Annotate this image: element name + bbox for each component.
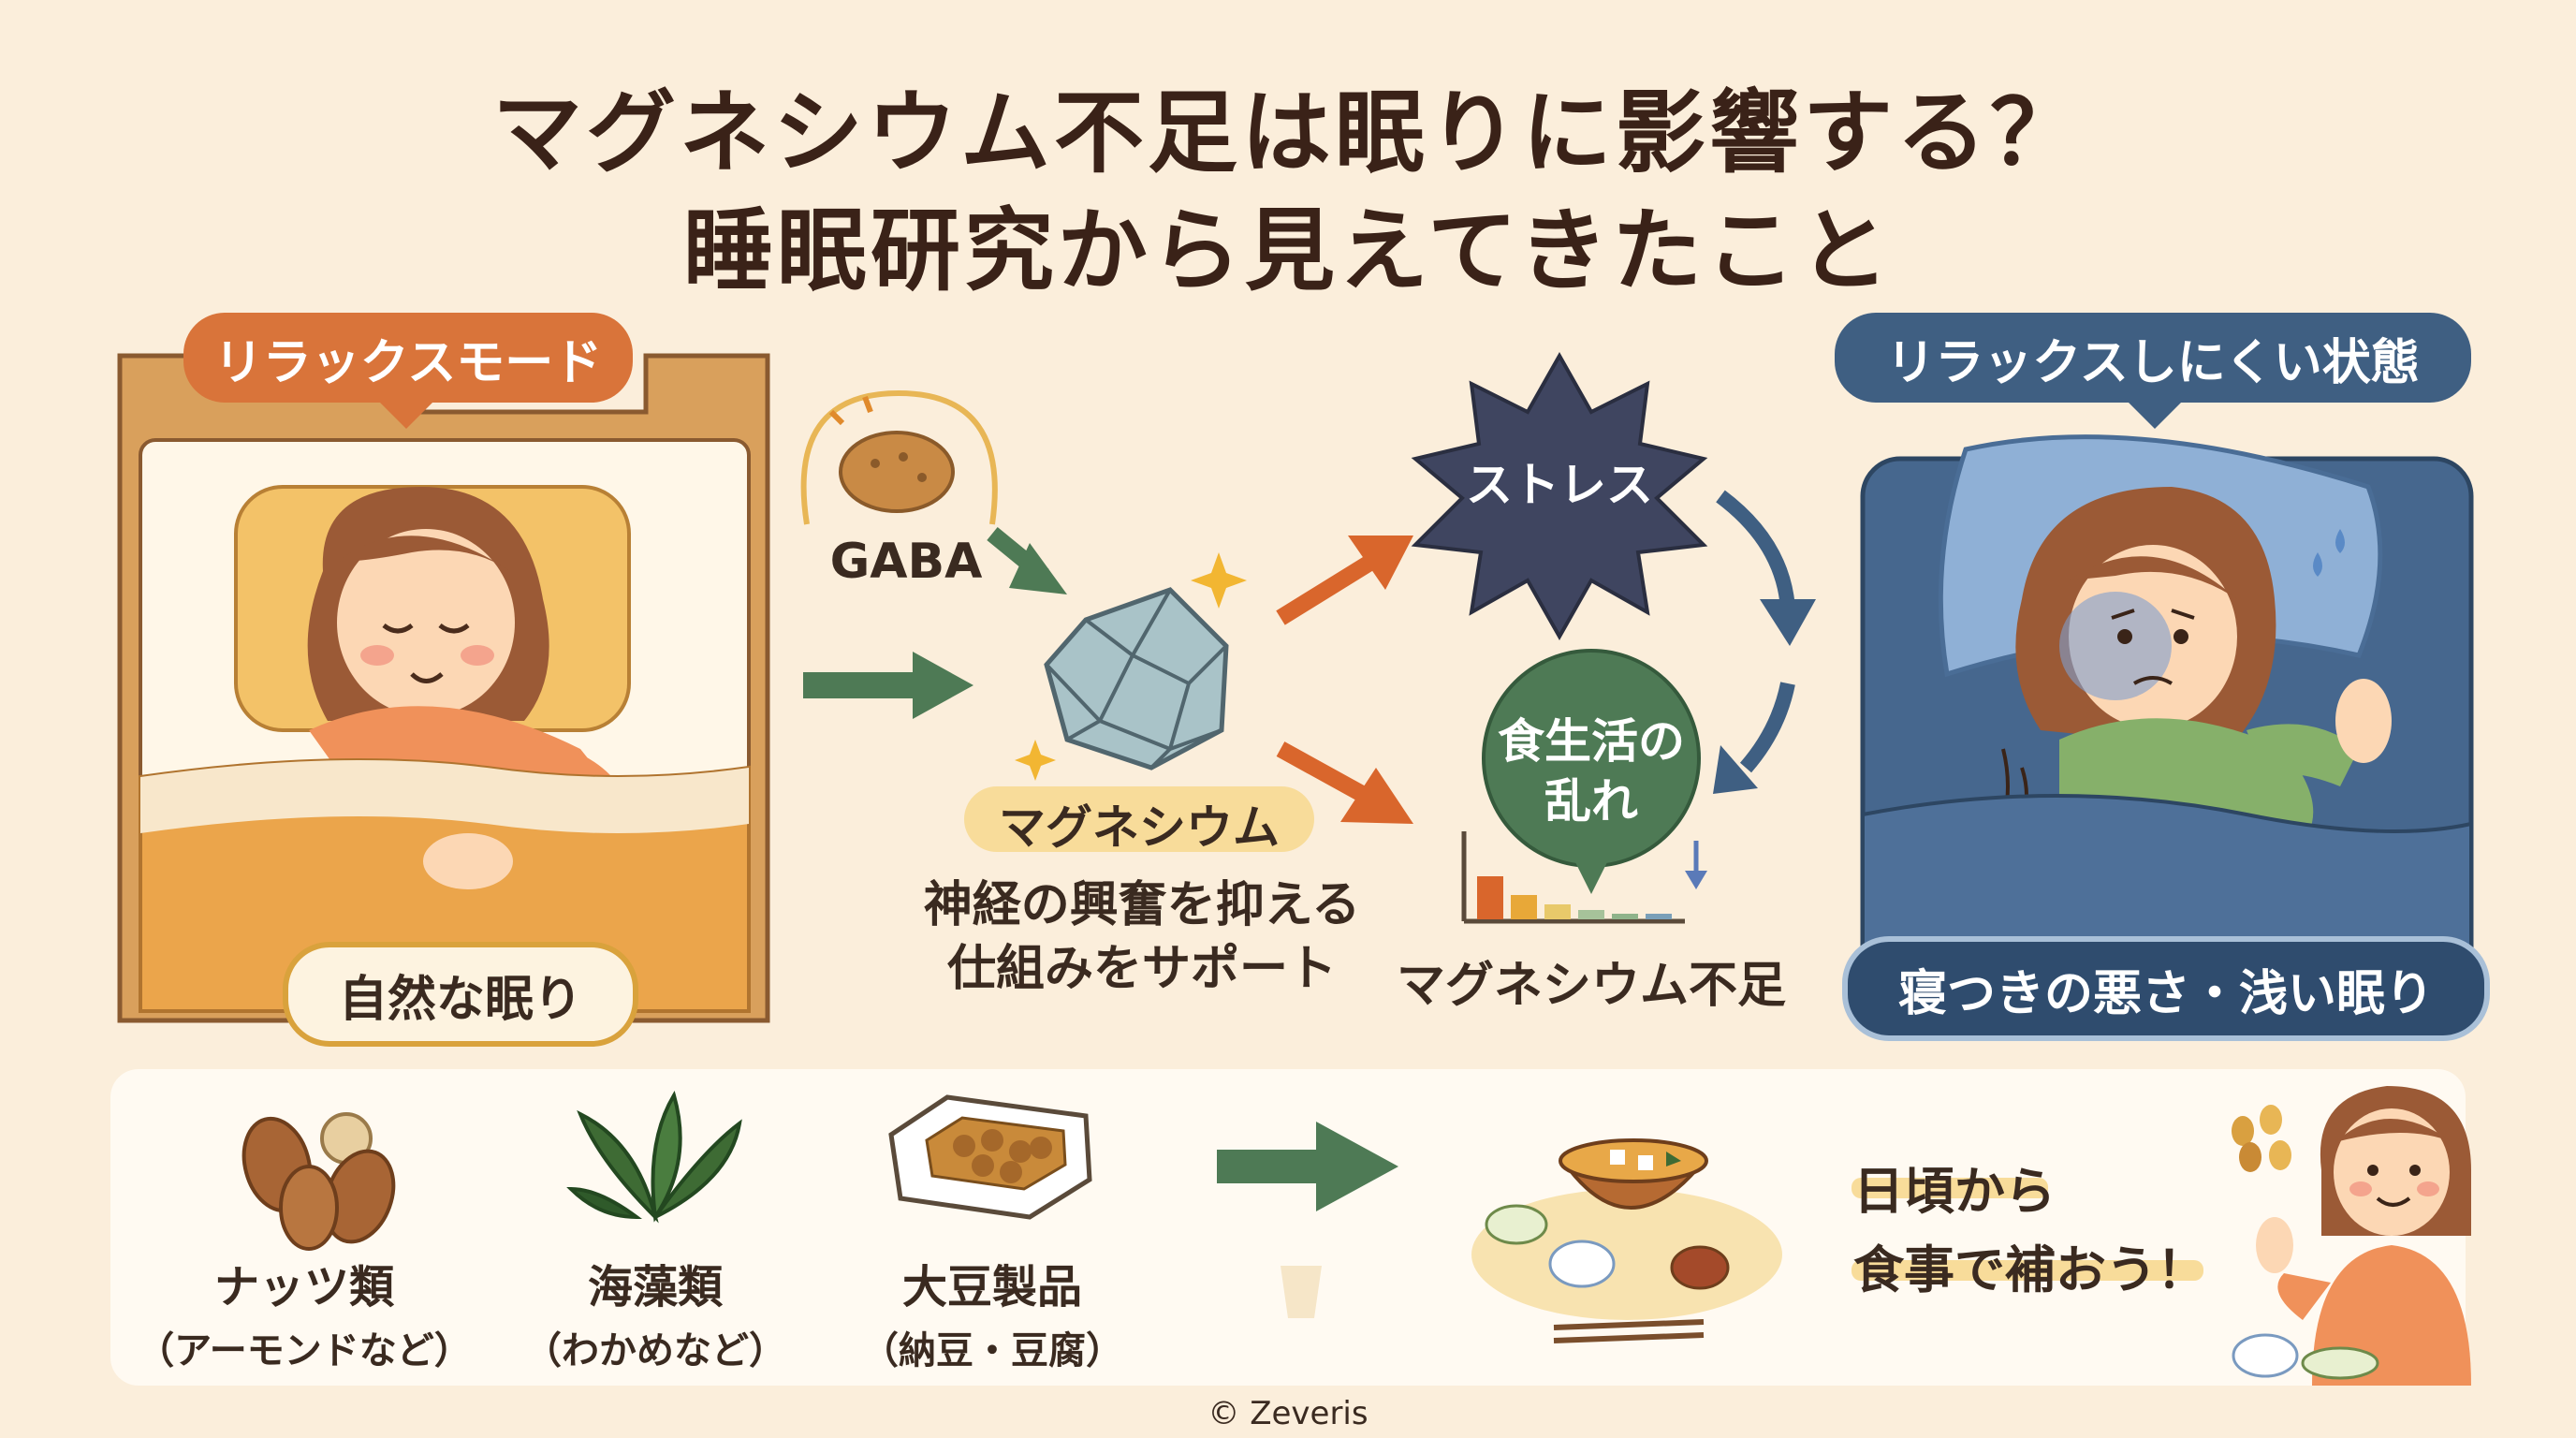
badge-pointer-right (2127, 401, 2183, 429)
copyright: © Zeveris (1208, 1395, 1368, 1432)
gaba-arrow-icon (987, 527, 1067, 594)
diet-label-line1: 食生活の (1498, 714, 1685, 769)
food-name-nuts: ナッツ類 (213, 1261, 394, 1313)
poor-sleep-caption: 寝つきの悪さ・浅い眠り (1897, 965, 2434, 1022)
natural-sleep-caption: 自然な眠り (338, 971, 582, 1028)
food-sub-soy: （納豆・豆腐） (861, 1329, 1123, 1372)
advice-line1: 日頃から (1853, 1162, 2056, 1221)
diet-to-right-arrow-icon (1713, 682, 1795, 794)
page-title-line2: 睡眠研究から見えてきたこと (682, 198, 1894, 303)
magnesium-to-stress-arrow-icon (1276, 536, 1413, 625)
stress-to-right-arrow-icon (1716, 490, 1816, 646)
left-to-magnesium-arrow-icon (803, 652, 973, 719)
stress-label: ストレス (1466, 458, 1653, 512)
food-sub-seaweed: （わかめなど） (524, 1329, 786, 1372)
food-name-seaweed: 海藻類 (587, 1261, 723, 1313)
food-name-soy: 大豆製品 (901, 1261, 1082, 1313)
badge-pointer (378, 401, 434, 429)
relax-mode-badge: リラックスモード (183, 313, 633, 403)
advice-highlight-1 (1852, 1178, 2048, 1198)
magnesium-label: マグネシウム (999, 800, 1280, 855)
diet-label-line2: 乱れ (1544, 774, 1638, 829)
advice-line2: 食事で補おう！ (1853, 1240, 2207, 1299)
advice-highlight-2 (1852, 1260, 2203, 1281)
food-suggestions-card (110, 1069, 2466, 1386)
poor-sleep-caption-box: 寝つきの悪さ・浅い眠り (1842, 936, 2490, 1041)
declining-bar-chart-icon (1461, 831, 1707, 924)
magnesium-label-box (964, 786, 1314, 852)
relax-mode-label: リラックスモード (213, 334, 603, 391)
food-sub-nuts: （アーモンドなど） (137, 1329, 472, 1372)
gaba-label: GABA (829, 534, 983, 590)
mechanism-description-line1: 神経の興奮を抑える (923, 877, 1361, 933)
hard-to-relax-badge: リラックスしにくい状態 (1835, 313, 2471, 403)
gaba-icon (839, 431, 955, 513)
deficiency-label: マグネシウム不足 (1396, 958, 1786, 1014)
page-title-line1: マグネシウム不足は眠りに影響する？ (492, 81, 2084, 185)
magnesium-crystal-icon (1044, 587, 1229, 770)
hard-to-relax-label: リラックスしにくい状態 (1886, 334, 2420, 391)
gaba-glow-arc (800, 389, 998, 525)
mechanism-description-line2: 仕組みをサポート (946, 941, 1337, 997)
natural-sleep-caption-box: 自然な眠り (283, 942, 638, 1047)
